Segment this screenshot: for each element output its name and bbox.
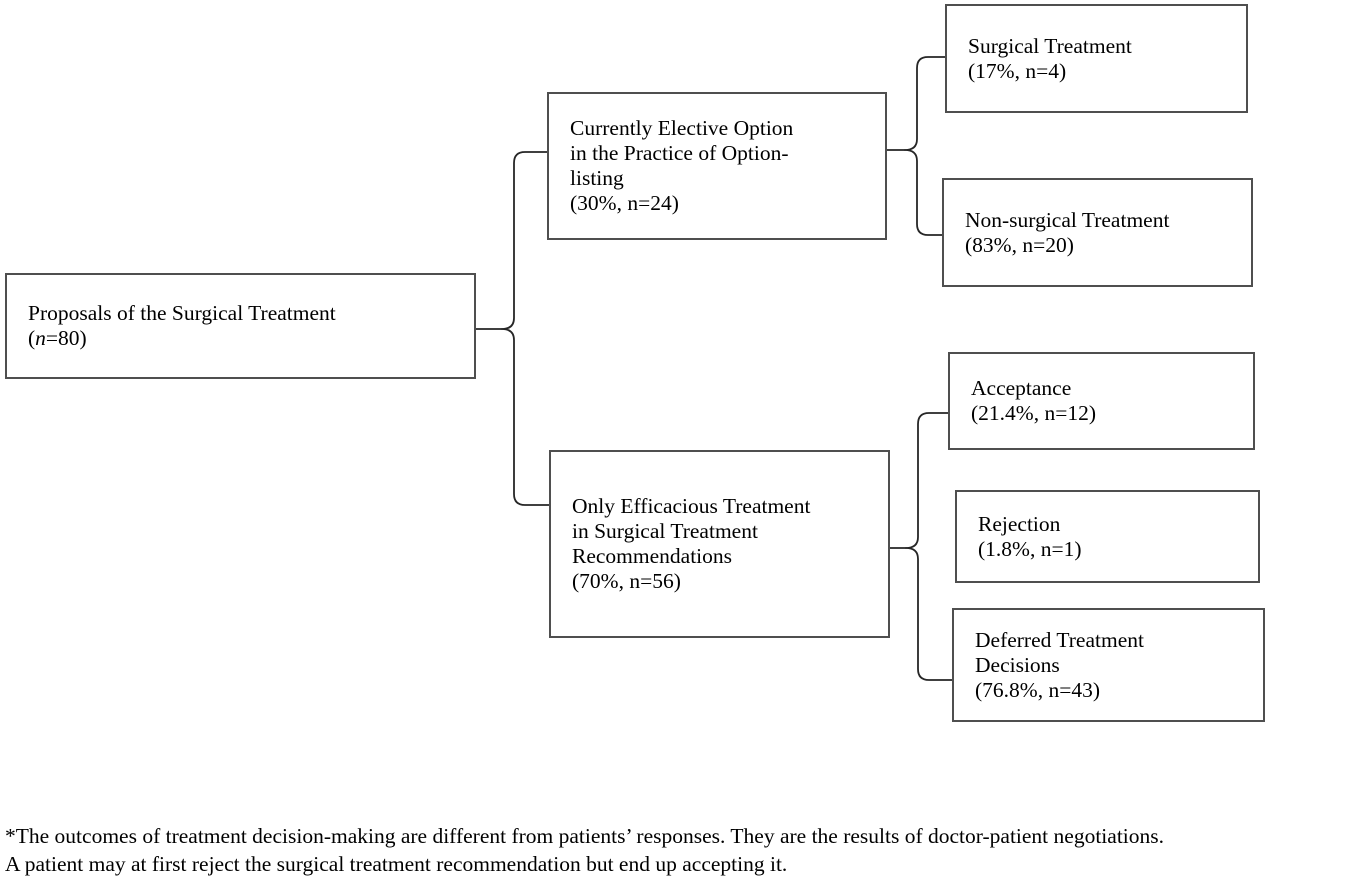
node-text-line: Acceptance	[971, 376, 1072, 400]
node-currently-elective-option: Currently Elective Option in the Practic…	[547, 92, 887, 240]
node-acceptance: Acceptance (21.4%, n=12)	[948, 352, 1255, 450]
node-text-line: Surgical Treatment	[968, 33, 1132, 58]
node-stat-line: (17%, n=4)	[968, 58, 1067, 83]
node-text-line: Non-surgical Treatment	[965, 207, 1170, 232]
node-text-line: Proposals of the Surgical Treatment	[28, 301, 336, 325]
node-text-line: Currently Elective Option	[570, 116, 794, 140]
node-only-efficacious-treatment: Only Efficacious Treatment in Surgical T…	[549, 450, 890, 638]
node-stat-line: (83%, n=20)	[965, 232, 1074, 257]
node-stat-line: (1.8%, n=1)	[978, 536, 1082, 561]
node-stat-line: (30%, n=24)	[570, 191, 679, 215]
node-deferred-treatment-decisions: Deferred Treatment Decisions (76.8%, n=4…	[952, 608, 1265, 722]
node-non-surgical-treatment: Non-surgical Treatment (83%, n=20)	[942, 178, 1253, 287]
node-text-line: listing	[570, 166, 624, 190]
stat-open: (	[28, 326, 36, 350]
stat-rest: =80)	[45, 326, 87, 350]
node-text-line: Decisions	[975, 652, 1060, 677]
bottom-group-brace	[905, 412, 953, 681]
node-proposals-root: Proposals of the Surgical Treatment (n=8…	[5, 273, 476, 379]
stat-n-italic: n	[35, 326, 46, 350]
node-text-line: Only Efficacious Treatment	[572, 494, 811, 518]
footnote-line-2: A patient may at first reject the surgic…	[5, 851, 788, 876]
node-text-line: Recommendations	[572, 544, 733, 568]
footnote: *The outcomes of treatment decision-maki…	[5, 823, 1349, 878]
node-stat-line: (21.4%, n=12)	[971, 401, 1096, 425]
root-brace	[501, 151, 550, 506]
node-text-line: in Surgical Treatment	[572, 519, 758, 543]
node-stat-line: (76.8%, n=43)	[975, 677, 1100, 702]
top-group-brace	[904, 56, 946, 236]
node-text-line: in the Practice of Option-	[570, 141, 789, 165]
node-stat-line: (70%, n=56)	[572, 569, 681, 593]
node-text-line: Deferred Treatment	[975, 627, 1144, 652]
node-surgical-treatment: Surgical Treatment (17%, n=4)	[945, 4, 1248, 113]
node-rejection: Rejection (1.8%, n=1)	[955, 490, 1260, 583]
node-text-line: Rejection	[978, 511, 1061, 536]
node-stat-line: (n=80)	[28, 326, 468, 351]
footnote-line-1: *The outcomes of treatment decision-maki…	[5, 824, 1165, 848]
